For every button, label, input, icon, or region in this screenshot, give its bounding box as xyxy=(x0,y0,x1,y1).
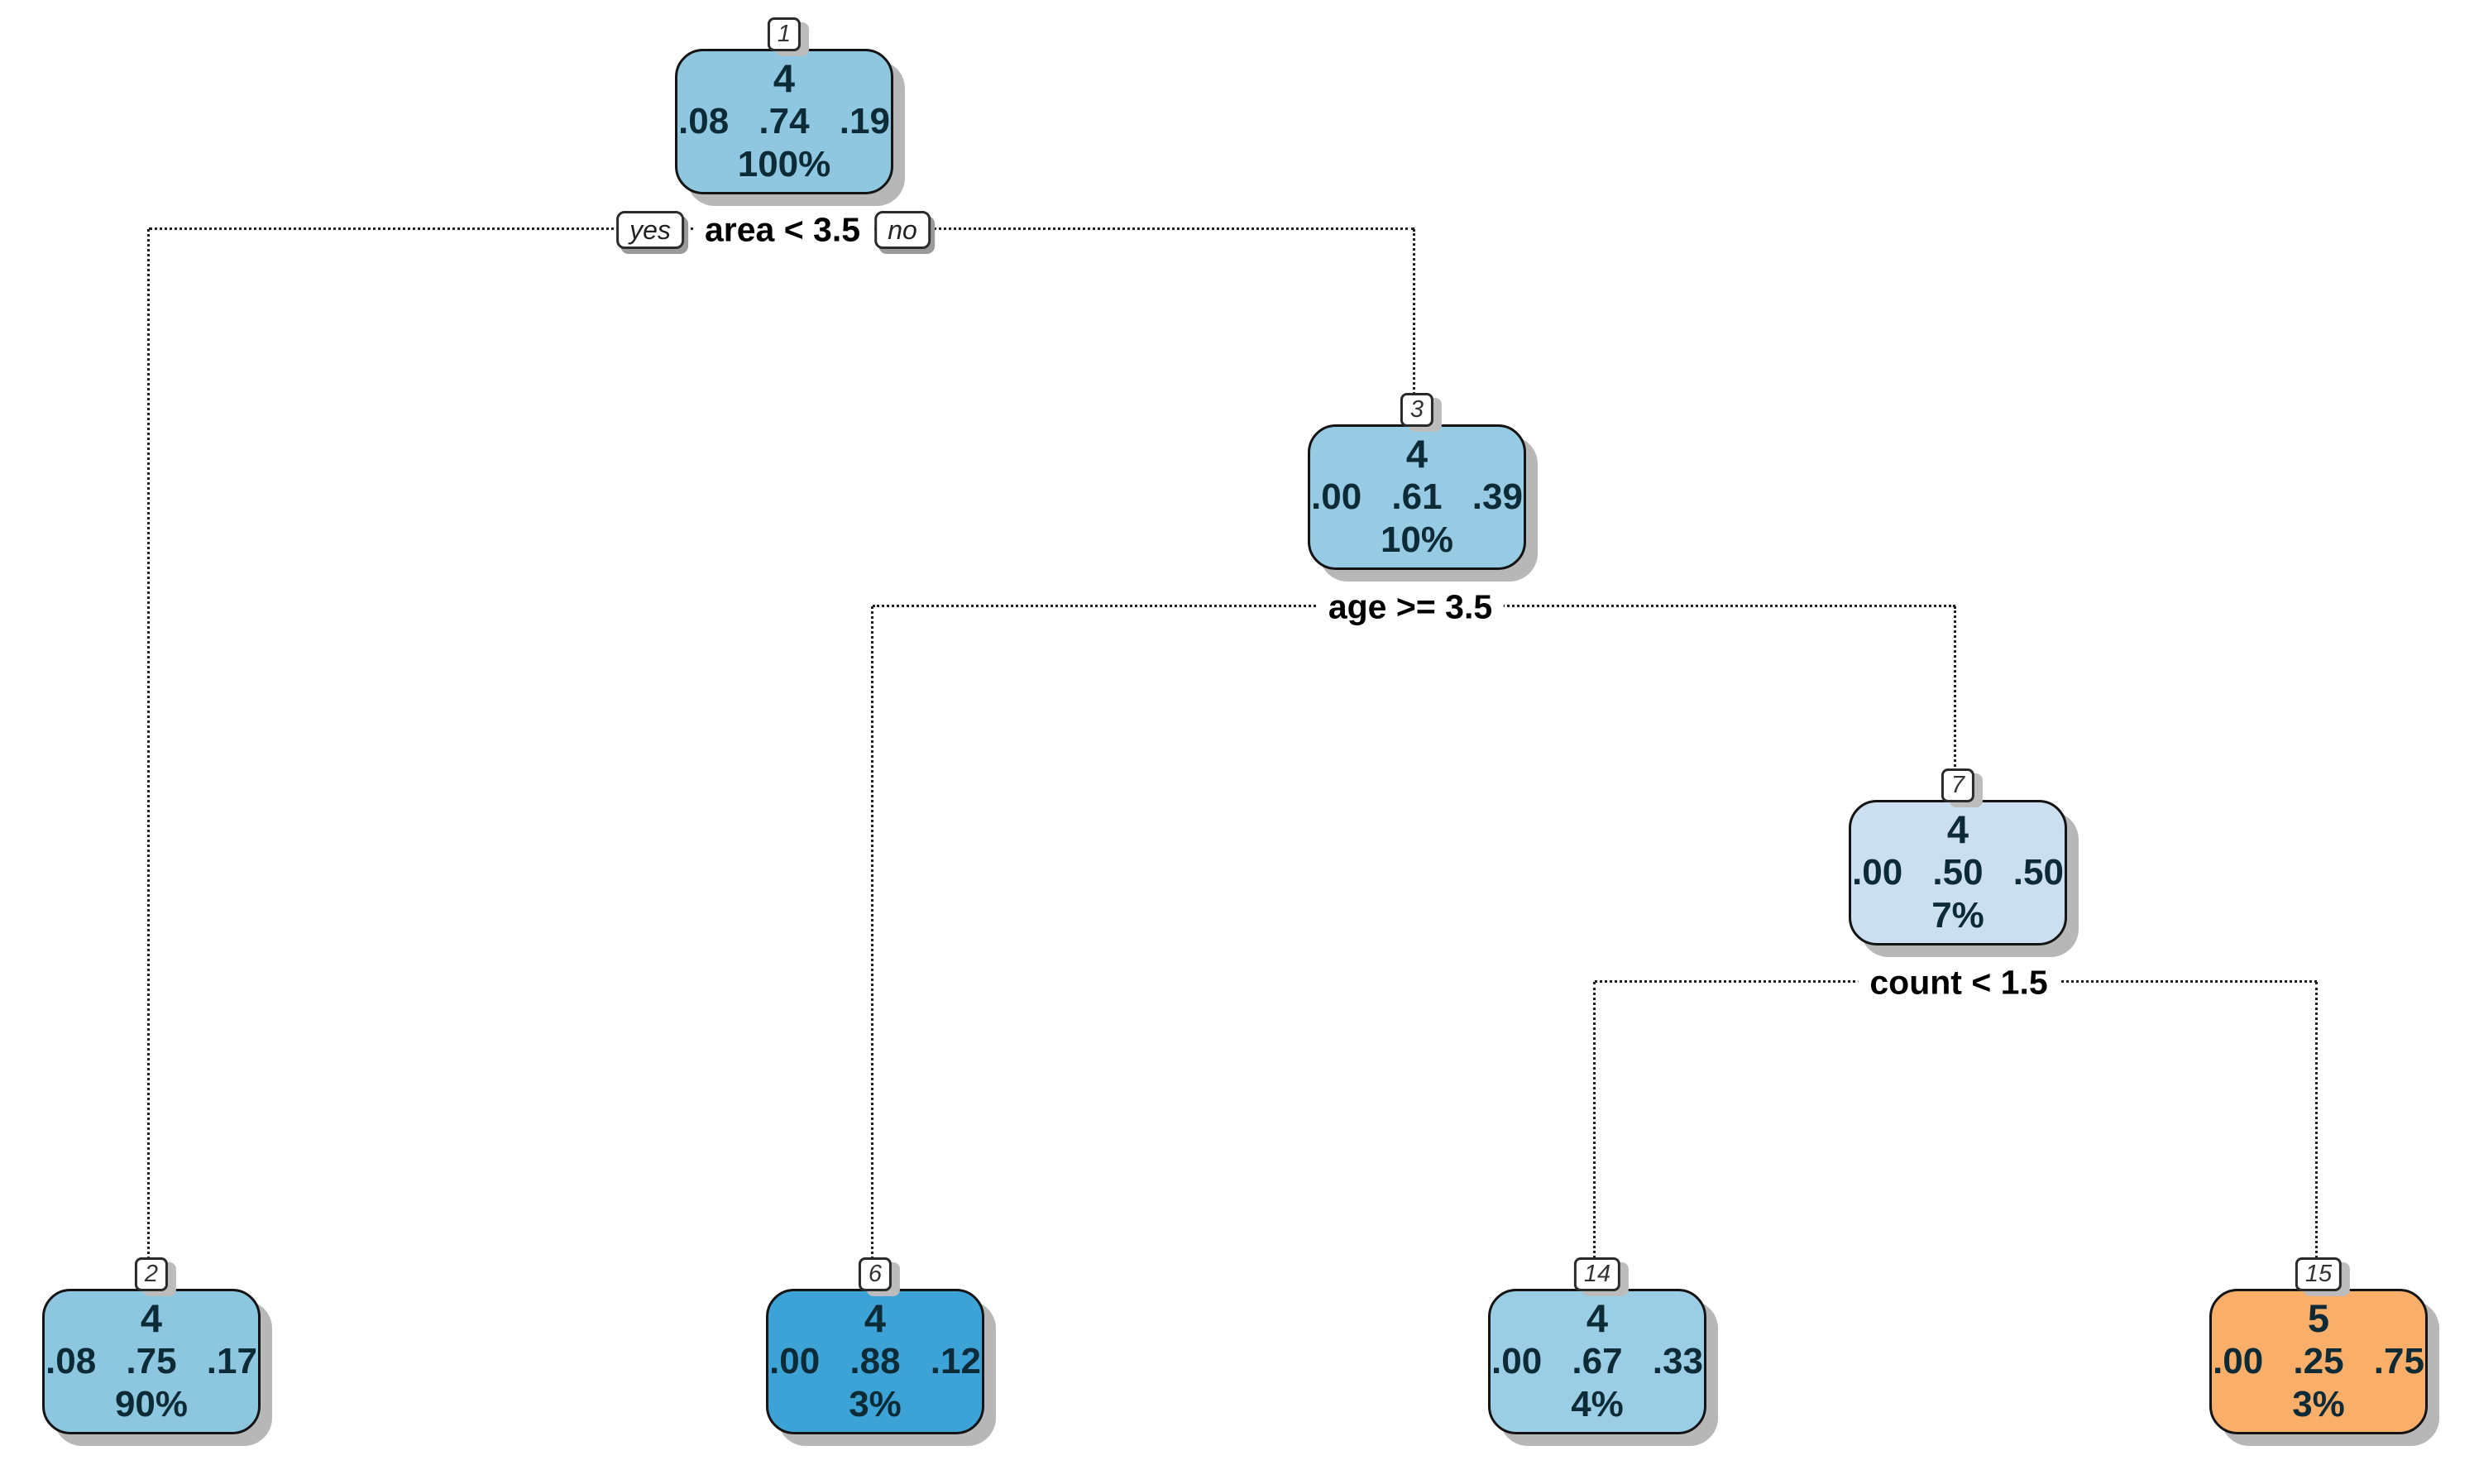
node-number-badge: 1 xyxy=(767,17,802,51)
branch-line-to-node14 xyxy=(1593,982,1596,1289)
node-number-badge: 3 xyxy=(1400,393,1434,427)
node-class-label: 4 xyxy=(1946,807,1969,851)
node-number-badge: 15 xyxy=(2295,1257,2343,1291)
split-condition-age: age >= 3.5 xyxy=(1316,586,1505,629)
node-class-label: 4 xyxy=(773,56,796,100)
node-probabilities: .08 .75 .17 xyxy=(45,1341,257,1381)
node-probabilities: .08 .74 .19 xyxy=(678,101,890,141)
node-coverage: 3% xyxy=(2292,1384,2345,1424)
node-class-label: 4 xyxy=(1586,1296,1609,1340)
node-probabilities: .00 .25 .75 xyxy=(2213,1341,2424,1381)
node-probabilities: .00 .67 .33 xyxy=(1491,1341,1703,1381)
yes-edge-label: yes xyxy=(616,211,684,249)
node-class-label: 5 xyxy=(2307,1296,2330,1340)
node-class-label: 4 xyxy=(1405,432,1429,476)
tree-node-14: 14 4 .00 .67 .33 4% xyxy=(1488,1257,1706,1434)
node-coverage: 7% xyxy=(1931,895,1984,936)
node-coverage: 100% xyxy=(737,144,831,184)
tree-node-7: 7 4 .00 .50 .50 7% xyxy=(1849,768,2067,945)
node-probabilities: .00 .61 .39 xyxy=(1311,476,1523,517)
node-probabilities: .00 .50 .50 xyxy=(1852,852,2064,893)
split-condition-count: count < 1.5 xyxy=(1858,961,2060,1004)
tree-node-15: 15 5 .00 .25 .75 3% xyxy=(2209,1257,2428,1434)
branch-line-to-node6 xyxy=(871,606,873,1289)
split-condition-area: area < 3.5 xyxy=(692,208,873,251)
node-number-badge: 14 xyxy=(1573,1257,1621,1291)
branch-line-to-node7 xyxy=(1954,606,1956,801)
node-number-badge: 2 xyxy=(134,1257,169,1291)
node-class-label: 4 xyxy=(864,1296,887,1340)
tree-node-3: 3 4 .00 .61 .39 10% xyxy=(1308,393,1526,570)
branch-line-to-node2 xyxy=(147,229,150,1289)
node-coverage: 90% xyxy=(114,1384,189,1424)
tree-node-6: 6 4 .00 .88 .12 3% xyxy=(766,1257,984,1434)
branch-line-to-node3 xyxy=(1413,229,1415,424)
node-coverage: 3% xyxy=(849,1384,902,1424)
branch-line-to-node15 xyxy=(2315,982,2318,1289)
tree-node-2: 2 4 .08 .75 .17 90% xyxy=(42,1257,261,1434)
node-class-label: 4 xyxy=(140,1296,163,1340)
node-coverage: 10% xyxy=(1380,519,1454,560)
node-coverage: 4% xyxy=(1571,1384,1624,1424)
tree-node-1: 1 4 .08 .74 .19 100% xyxy=(675,17,893,194)
node-number-badge: 7 xyxy=(1941,768,1975,802)
node-number-badge: 6 xyxy=(858,1257,893,1291)
node-probabilities: .00 .88 .12 xyxy=(769,1341,981,1381)
no-edge-label: no xyxy=(874,211,931,249)
